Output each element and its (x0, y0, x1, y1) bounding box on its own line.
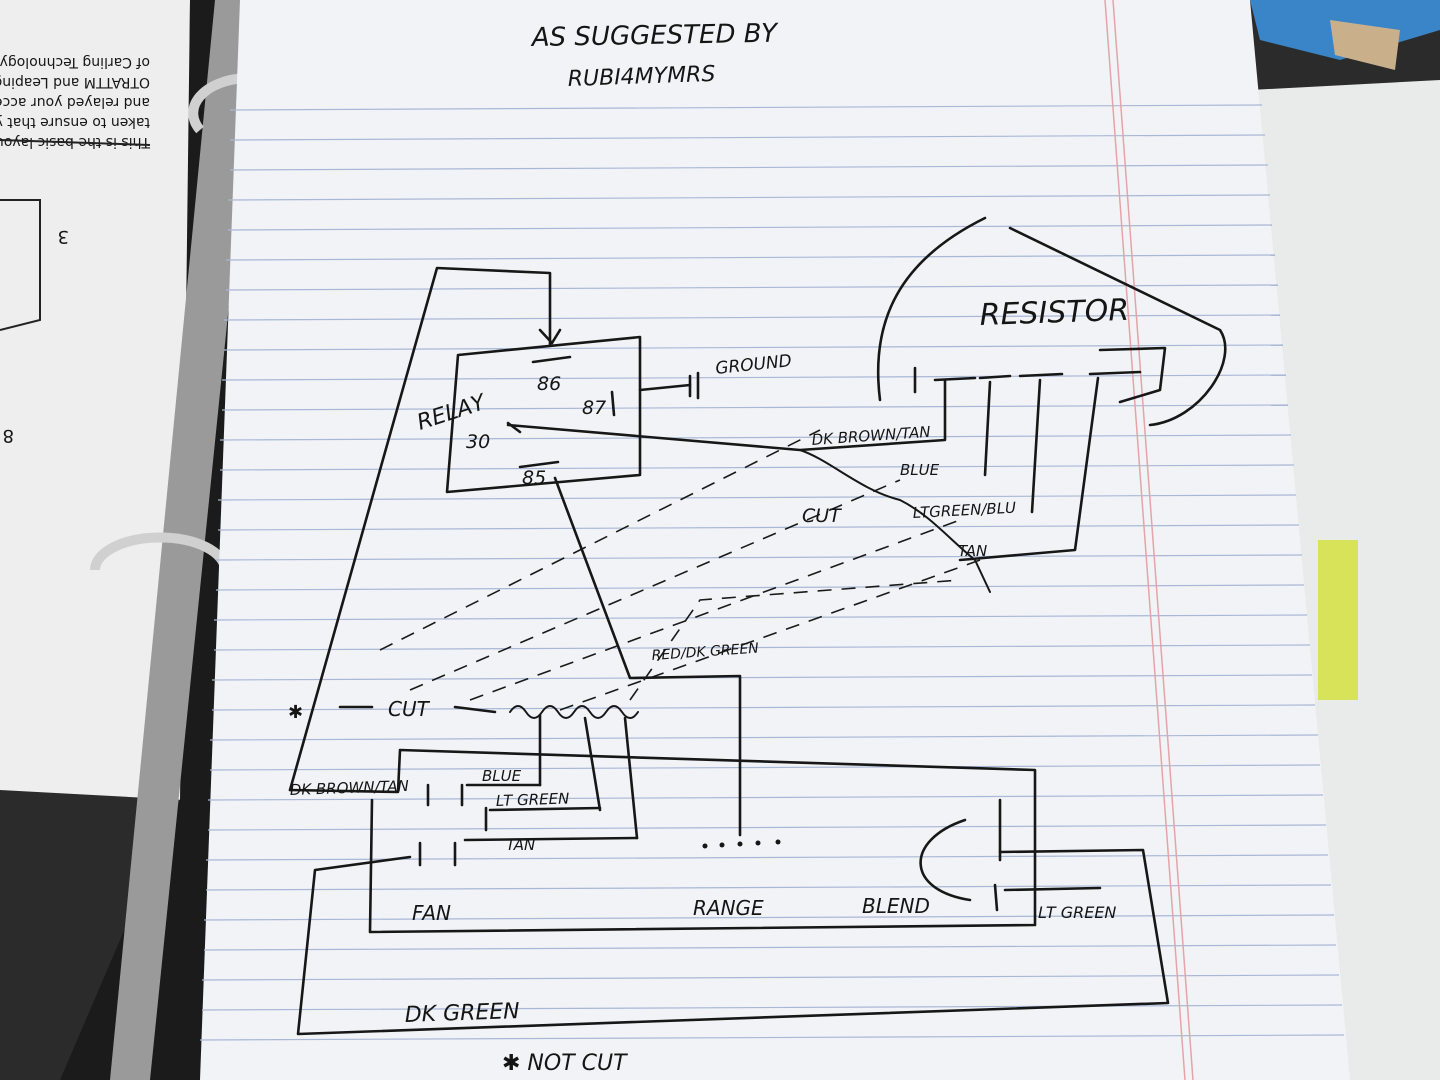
wire-86-loop (288, 266, 552, 792)
title-line-1: AS SUGGESTED BY (530, 19, 780, 53)
cut-label-lower: CUT (388, 697, 431, 721)
left-page-number-3: 3 (58, 226, 69, 247)
range-label: RANGE (693, 896, 764, 920)
ink-drawing (288, 216, 1227, 1036)
fan-label: FAN (412, 901, 451, 925)
not-cut-marker: ✱ (288, 702, 303, 723)
pin-87: 87 (582, 397, 606, 419)
cut-label-upper: CUT (802, 505, 842, 527)
pin-85: 85 (522, 467, 546, 489)
left-page-line-2: taken to ensure that you, t (0, 114, 150, 130)
wire-lower-dk-brown-tan: DK BROWN/TAN (290, 777, 410, 799)
wire-lower-tan: TAN (506, 836, 535, 854)
left-printed-page (0, 0, 190, 800)
left-page-line-5: of Carling Technology switc (0, 54, 150, 70)
wire-upper-ltgreen-blu: LTGREEN/BLU (912, 499, 1016, 522)
pin-86: 86 (537, 373, 561, 395)
left-page-box (0, 199, 41, 331)
left-page-rule (0, 139, 151, 146)
left-page-number-8: 8 (3, 425, 14, 446)
footnote-not-cut: ✱ NOT CUT (502, 1051, 628, 1076)
pin-30: 30 (466, 431, 490, 453)
wire-upper-tan: TAN (958, 542, 987, 560)
dk-green-label: DK GREEN (404, 999, 520, 1028)
wire-30 (506, 378, 947, 452)
wire-red-dk-green: RED/DK GREEN (651, 641, 760, 664)
range-dots (702, 839, 781, 849)
ruled-lines (199, 104, 1345, 1041)
yellow-sticky-tab (1318, 540, 1358, 700)
relay-box (445, 335, 642, 494)
binder-ring-middle (90, 532, 230, 571)
lt-green-right-label: LT GREEN (1038, 903, 1116, 922)
wire-lower-blue: BLUE (482, 767, 522, 785)
margin-lines (1104, 0, 1194, 1080)
wire-lower-lt-green: LT GREEN (496, 789, 570, 810)
wire-upper-blue: BLUE (900, 461, 940, 479)
blend-label: BLEND (862, 894, 930, 918)
left-page-mirrored-text: This is the basic layout of taken to ens… (0, 54, 151, 150)
left-page-line-4: OTRATTM and Leaping St (0, 74, 150, 90)
dashed-lines (379, 429, 981, 711)
left-page-line-3: and relayed your accesso (0, 94, 150, 110)
resistor-label: RESISTOR (979, 293, 1130, 333)
cardboard-corner (1330, 20, 1400, 70)
wire-85 (553, 476, 742, 837)
resistor-curve (876, 216, 987, 402)
title-line-2: RUBI4MYMRS (567, 62, 715, 92)
